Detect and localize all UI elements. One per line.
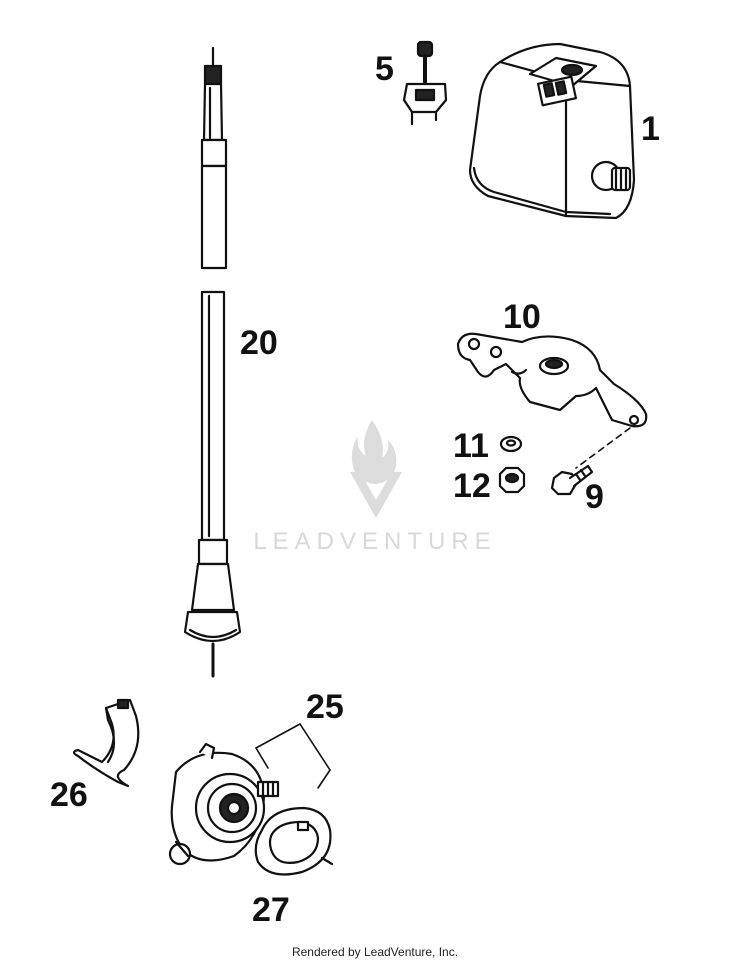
speedometer-cable-upper — [200, 46, 228, 270]
footer-credit: Rendered by LeadVenture, Inc. — [291, 945, 459, 959]
callout-part-25: 25 — [306, 688, 344, 726]
callout-part-1: 1 — [641, 110, 660, 148]
leadventure-watermark-logo — [350, 420, 402, 518]
watermark-text: LEADVENTURE — [253, 528, 497, 555]
callout-part-11: 11 — [453, 427, 489, 465]
callout-part-10: 10 — [503, 298, 541, 336]
callout-part-9: 9 — [585, 478, 604, 516]
callout-part-12: 12 — [453, 467, 491, 505]
bolt — [550, 464, 594, 496]
leader-dashed-bolt — [575, 427, 631, 469]
leader-bracket-25 — [255, 723, 331, 789]
callout-part-26: 26 — [50, 776, 88, 814]
callout-part-5: 5 — [375, 50, 394, 88]
washer — [499, 435, 523, 453]
nut — [498, 466, 526, 494]
mounting-bracket — [456, 332, 648, 428]
speedometer-cable-lower — [183, 290, 242, 678]
clip — [72, 698, 140, 788]
speedometer-housing — [468, 42, 636, 220]
callout-part-27: 27 — [252, 891, 290, 929]
speedometer-drive — [168, 742, 280, 866]
retaining-ring — [254, 806, 334, 876]
reset-knob — [402, 40, 448, 126]
callout-part-20: 20 — [240, 324, 278, 362]
